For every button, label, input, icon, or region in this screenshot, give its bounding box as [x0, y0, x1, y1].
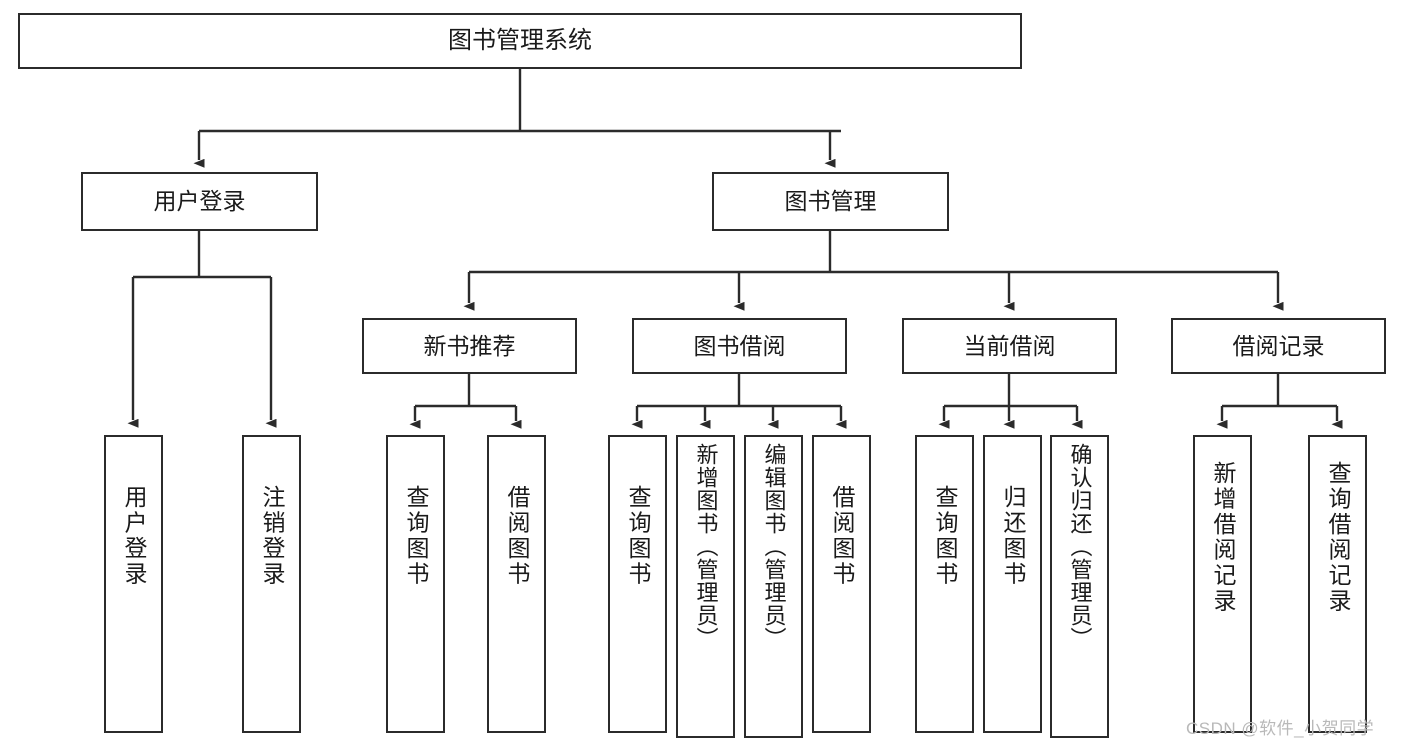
node-leaf-borrow-book-1[interactable]: 借阅图书: [487, 435, 546, 733]
node-leaf-query-record-label: 查询借阅记录: [1325, 461, 1351, 614]
node-book-manage-label: 图书管理: [784, 188, 877, 215]
node-leaf-return-book[interactable]: 归还图书: [983, 435, 1042, 733]
node-book-borrow[interactable]: 图书借阅: [632, 318, 847, 374]
node-root[interactable]: 图书管理系统: [18, 13, 1022, 69]
node-new-book-recommend[interactable]: 新书推荐: [362, 318, 577, 374]
csdn-watermark: CSDN @软件_小贺同学: [1186, 719, 1375, 738]
node-new-book-recommend-label: 新书推荐: [423, 332, 516, 359]
node-leaf-query-book-1[interactable]: 查询图书: [386, 435, 445, 733]
node-leaf-logout-login[interactable]: 注销登录: [242, 435, 301, 733]
node-book-borrow-label: 图书借阅: [693, 332, 786, 359]
node-user-login-label: 用户登录: [153, 188, 246, 215]
node-borrow-record-label: 借阅记录: [1232, 332, 1325, 359]
node-leaf-query-book-2[interactable]: 查询图书: [608, 435, 667, 733]
node-root-label: 图书管理系统: [448, 27, 592, 55]
node-leaf-query-book-3-label: 查询图书: [932, 485, 958, 587]
node-leaf-add-record[interactable]: 新增借阅记录: [1193, 435, 1252, 733]
node-user-login[interactable]: 用户登录: [81, 172, 318, 231]
node-current-borrow[interactable]: 当前借阅: [902, 318, 1117, 374]
node-leaf-confirm-return[interactable]: 确认归还（管理员）: [1050, 435, 1109, 738]
node-current-borrow-label: 当前借阅: [963, 332, 1056, 359]
node-leaf-query-record[interactable]: 查询借阅记录: [1308, 435, 1367, 733]
node-leaf-user-login-label: 用户登录: [121, 485, 147, 587]
node-leaf-confirm-return-label: 确认归还（管理员）: [1067, 443, 1093, 650]
node-leaf-edit-book-label: 编辑图书（管理员）: [761, 443, 787, 650]
node-leaf-logout-login-label: 注销登录: [259, 485, 285, 587]
node-leaf-edit-book[interactable]: 编辑图书（管理员）: [744, 435, 803, 738]
node-leaf-borrow-book-2-label: 借阅图书: [829, 485, 855, 587]
node-leaf-add-book[interactable]: 新增图书（管理员）: [676, 435, 735, 738]
node-leaf-query-book-1-label: 查询图书: [403, 485, 429, 587]
node-book-manage[interactable]: 图书管理: [712, 172, 949, 231]
node-leaf-add-book-label: 新增图书（管理员）: [693, 443, 719, 650]
node-leaf-query-book-2-label: 查询图书: [625, 485, 651, 587]
node-leaf-borrow-book-1-label: 借阅图书: [504, 485, 530, 587]
node-leaf-return-book-label: 归还图书: [1000, 485, 1026, 587]
node-borrow-record[interactable]: 借阅记录: [1171, 318, 1386, 374]
node-leaf-query-book-3[interactable]: 查询图书: [915, 435, 974, 733]
node-leaf-user-login[interactable]: 用户登录: [104, 435, 163, 733]
node-leaf-borrow-book-2[interactable]: 借阅图书: [812, 435, 871, 733]
node-leaf-add-record-label: 新增借阅记录: [1210, 461, 1236, 614]
